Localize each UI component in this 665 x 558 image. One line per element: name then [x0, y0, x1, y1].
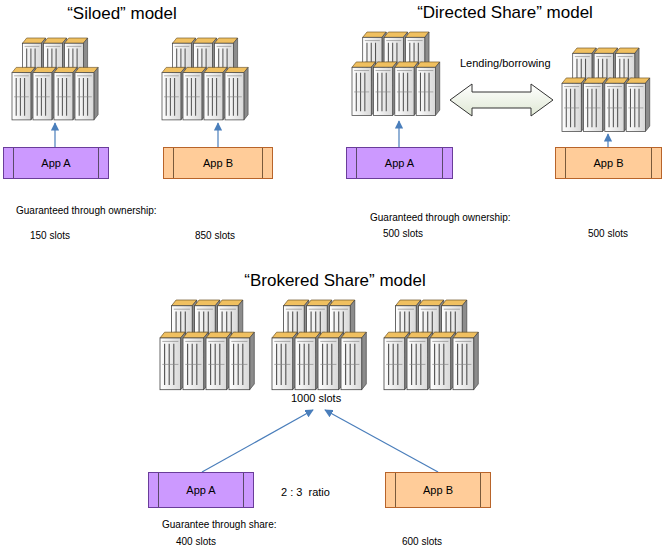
- leader-arrow: [325, 410, 438, 472]
- slot-count: 600 slots: [402, 536, 442, 547]
- app-box: App B: [555, 147, 662, 179]
- app-box: App A: [148, 472, 254, 508]
- section-title: “Siloed” model: [67, 5, 177, 24]
- app-box: App B: [385, 472, 491, 508]
- app-name: App A: [385, 157, 414, 169]
- section-title: “Directed Share” model: [417, 4, 593, 23]
- slot-count: 1000 slots: [291, 392, 341, 404]
- ratio-label: 2 : 3 ratio: [281, 486, 330, 498]
- slot-count: 150 slots: [30, 230, 70, 241]
- app-name: App B: [594, 157, 624, 169]
- app-box: App A: [346, 147, 453, 179]
- slot-count: 500 slots: [588, 228, 628, 239]
- lending-arrow: [450, 84, 553, 116]
- arrow-label: Lending/borrowing: [460, 57, 551, 69]
- server-cluster: [384, 300, 478, 390]
- server-cluster: [352, 32, 440, 115]
- server-cluster: [562, 48, 650, 131]
- guarantee-note: Guarantee through share:: [162, 519, 277, 530]
- server-cluster: [160, 300, 254, 390]
- app-name: App B: [203, 157, 233, 169]
- server-cluster: [162, 38, 248, 120]
- leader-arrow: [54, 123, 55, 147]
- server-cluster: [272, 300, 366, 390]
- leader-arrow: [607, 134, 608, 147]
- app-box: App A: [3, 147, 109, 179]
- app-name: App B: [423, 484, 453, 496]
- slot-count: 850 slots: [195, 230, 235, 241]
- section-title: “Brokered Share” model: [244, 272, 425, 291]
- app-box: App B: [163, 147, 273, 179]
- guarantee-note: Guaranteed through ownership:: [370, 212, 511, 223]
- leader-arrow: [202, 410, 313, 472]
- app-name: App A: [186, 484, 215, 496]
- guarantee-note: Guaranteed through ownership:: [16, 205, 157, 216]
- app-name: App A: [41, 157, 70, 169]
- slot-count: 500 slots: [383, 228, 423, 239]
- server-cluster: [12, 38, 98, 120]
- leader-arrow: [398, 121, 399, 147]
- leader-arrow: [217, 123, 218, 147]
- slot-count: 400 slots: [176, 536, 216, 547]
